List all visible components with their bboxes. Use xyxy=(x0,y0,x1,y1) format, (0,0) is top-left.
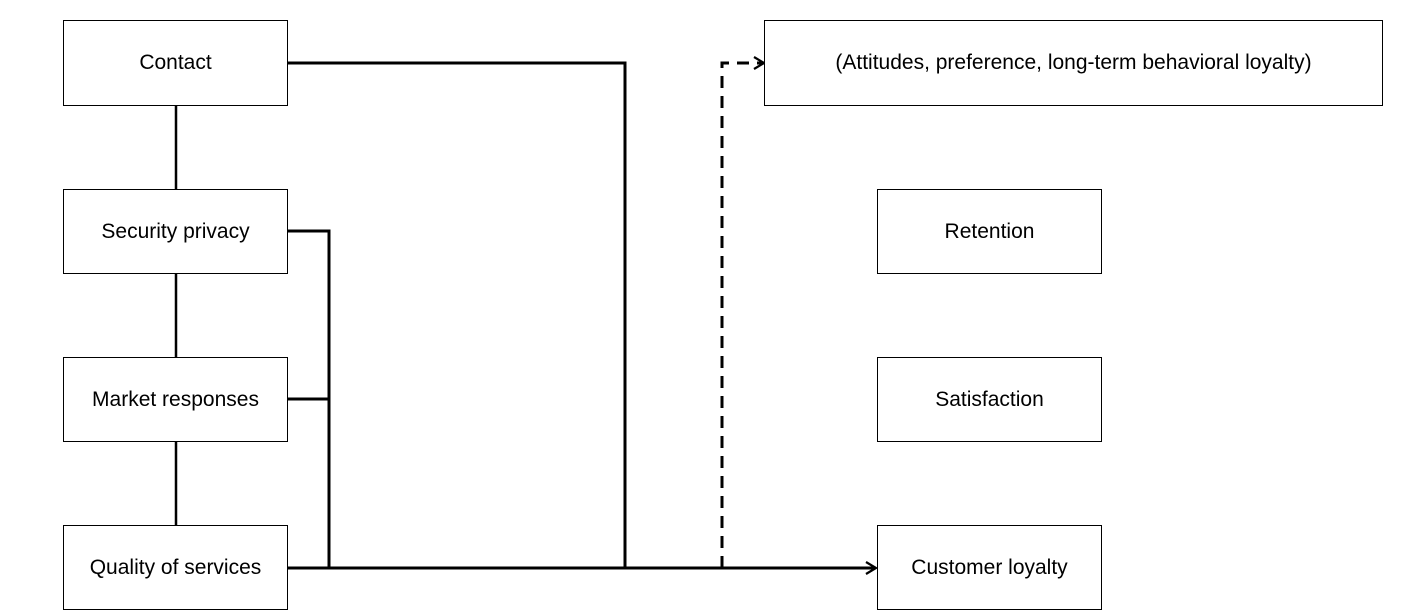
quality-of-services-label: Quality of services xyxy=(89,555,262,579)
retention-label: Retention xyxy=(944,219,1035,243)
market-responses-box: Market responses xyxy=(63,357,288,442)
satisfaction-label: Satisfaction xyxy=(935,387,1044,411)
connector-contact xyxy=(288,61,627,568)
attitudes-label: (Attitudes, preference, long-term behavi… xyxy=(835,51,1312,74)
customer-loyalty-box: Customer loyalty xyxy=(877,525,1102,610)
satisfaction-box: Satisfaction xyxy=(877,357,1102,442)
quality-of-services-box: Quality of services xyxy=(63,525,288,610)
attitudes-box: (Attitudes, preference, long-term behavi… xyxy=(764,20,1383,106)
security-privacy-box: Security privacy xyxy=(63,189,288,274)
market-responses-label: Market responses xyxy=(92,387,259,411)
contact-label: Contact xyxy=(139,51,212,74)
security-privacy-label: Security privacy xyxy=(101,219,250,243)
connector-security xyxy=(288,229,331,568)
dashed-arrow-to-attitudes xyxy=(720,56,767,568)
contact-box: Contact xyxy=(63,20,288,106)
retention-box: Retention xyxy=(877,189,1102,274)
customer-loyalty-label: Customer loyalty xyxy=(911,555,1068,579)
